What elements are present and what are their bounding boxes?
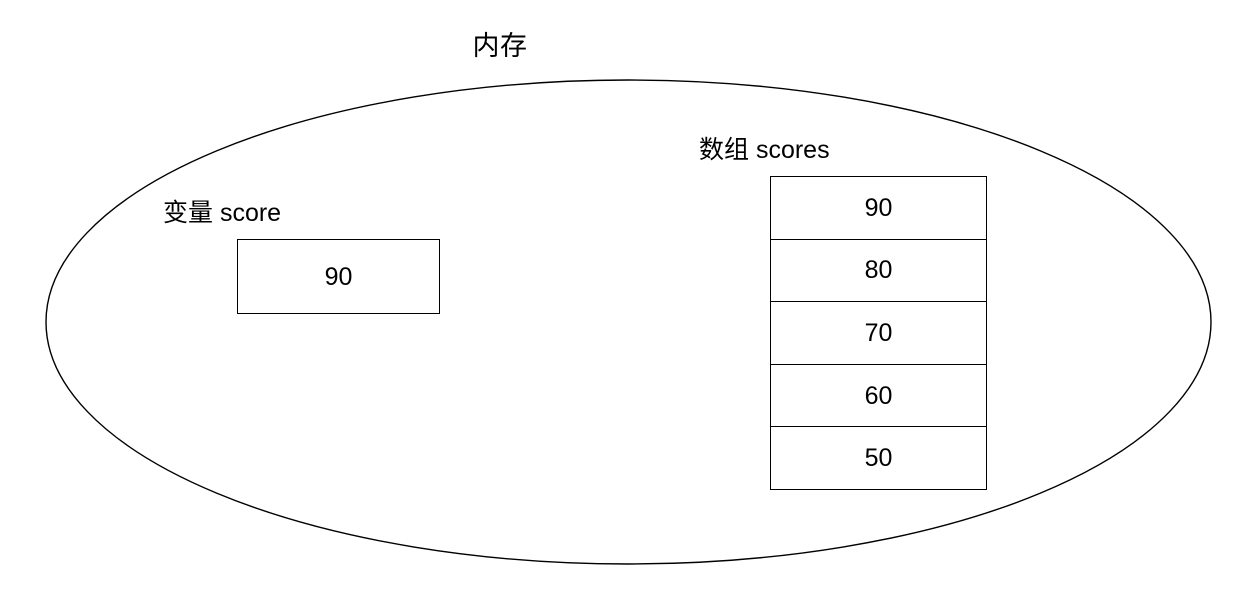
memory-ellipse-outline xyxy=(45,79,1212,565)
variable-value: 90 xyxy=(324,262,353,291)
array-table: 90 80 70 60 50 xyxy=(770,176,987,490)
array-label: 数组 scores xyxy=(699,136,830,164)
array-cell: 70 xyxy=(771,302,986,365)
array-cell: 60 xyxy=(771,365,986,428)
variable-label: 变量 score xyxy=(163,199,282,227)
page-title: 内存 xyxy=(472,31,528,61)
array-cell: 80 xyxy=(771,240,986,303)
array-cell: 50 xyxy=(864,444,893,473)
array-cell: 90 xyxy=(771,177,986,240)
variable-box: 90 xyxy=(237,239,440,314)
